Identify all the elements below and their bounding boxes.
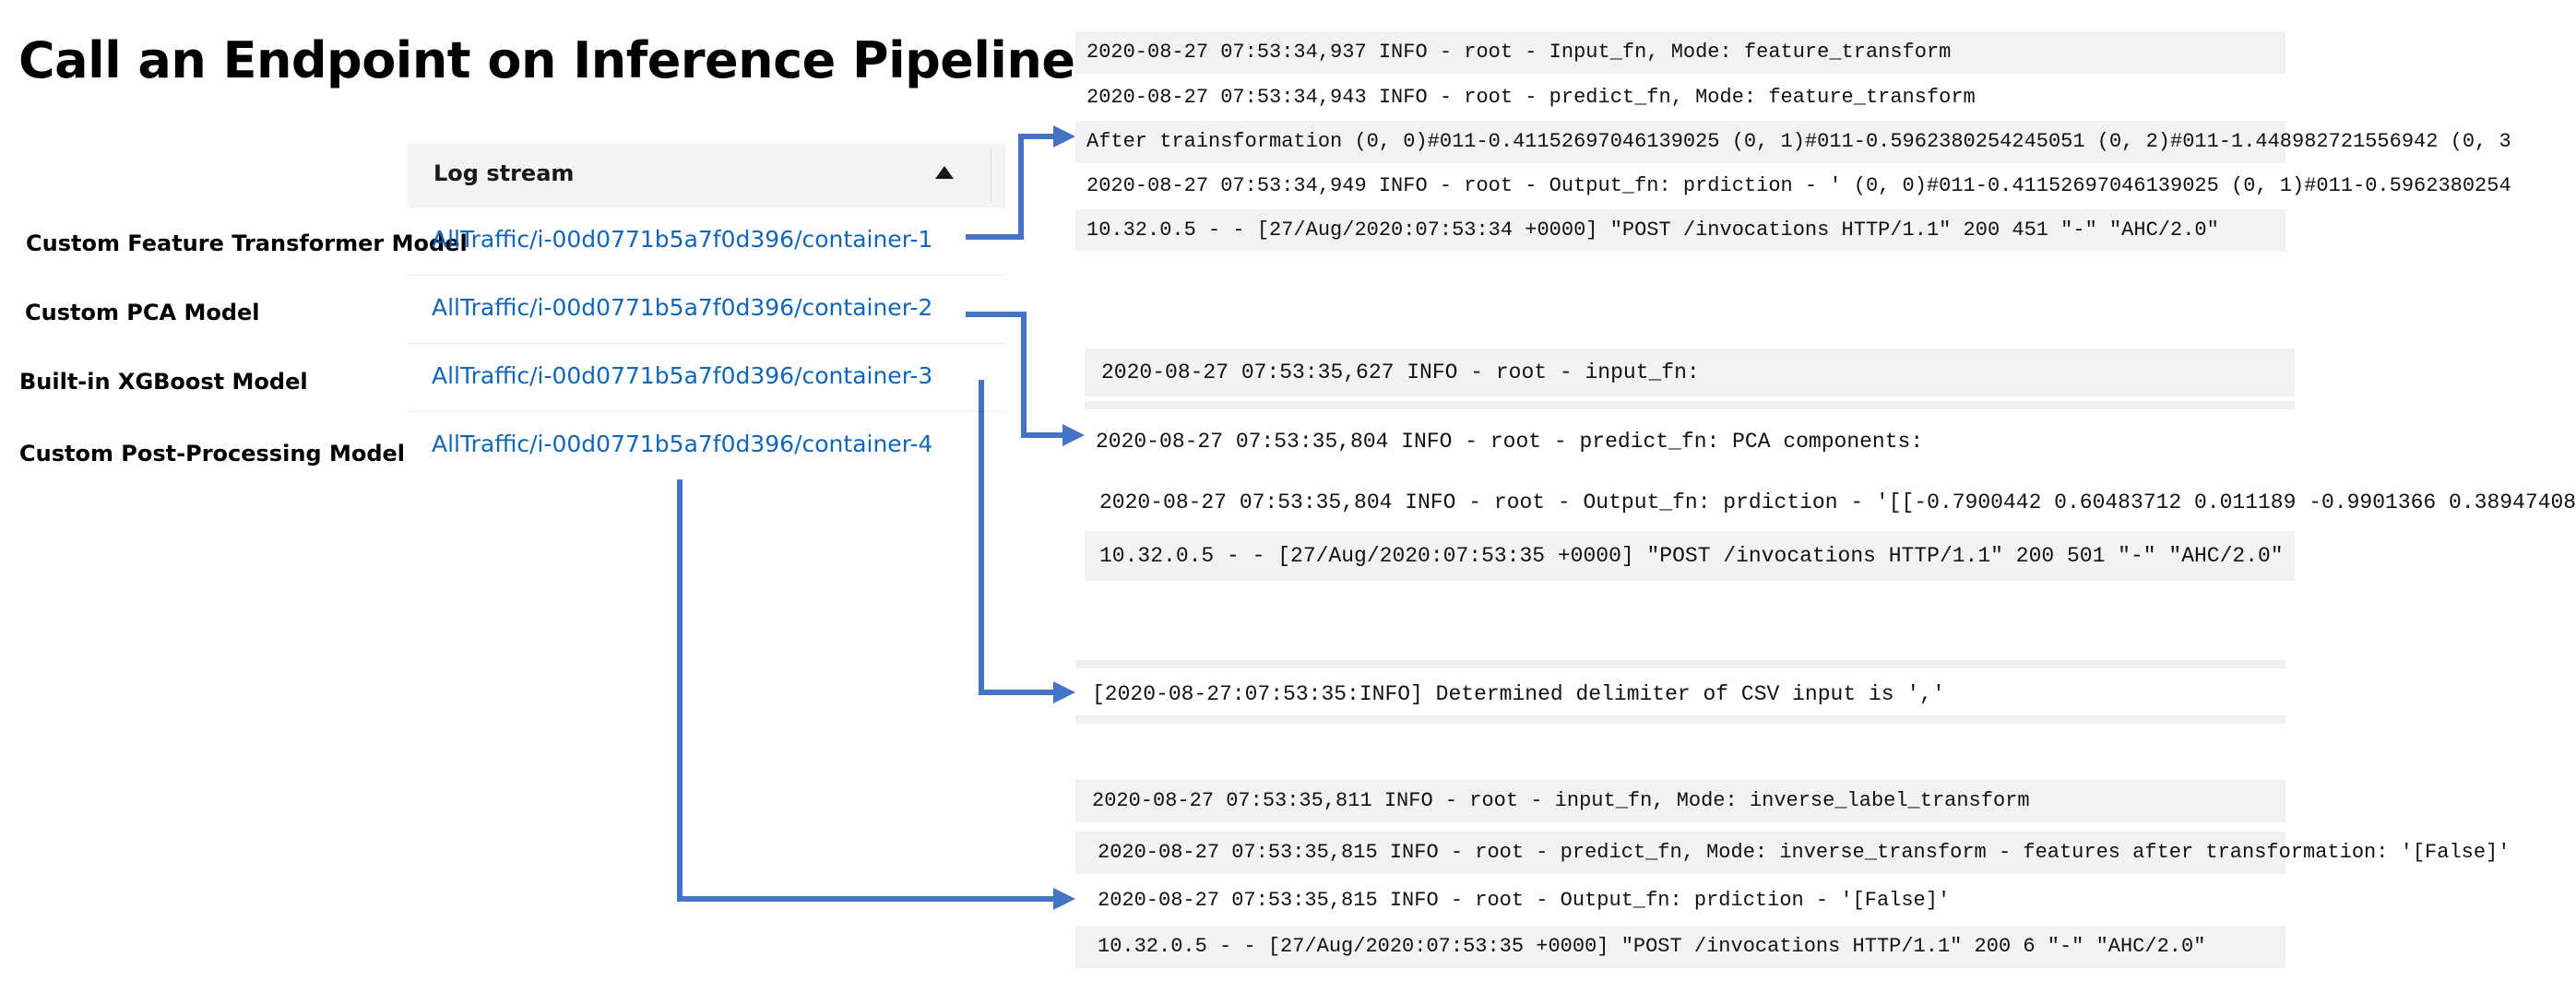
- log-line: 2020-08-27 07:53:35,815 INFO - root - Ou…: [1075, 880, 2285, 922]
- model-label-post-processing: Custom Post-Processing Model: [19, 441, 405, 466]
- table-row: AllTraffic/i-00d0771b5a7f0d396/container…: [408, 412, 1005, 479]
- log-line: After trainsformation (0, 0)#011-0.41152…: [1075, 121, 2511, 163]
- log-stream-link-container-3[interactable]: AllTraffic/i-00d0771b5a7f0d396/container…: [432, 362, 933, 389]
- table-row: AllTraffic/i-00d0771b5a7f0d396/container…: [408, 276, 1005, 344]
- log-line: 2020-08-27 07:53:34,943 INFO - root - pr…: [1075, 77, 2285, 119]
- arrow-container-3: [979, 380, 1071, 697]
- log-line: 10.32.0.5 - - [27/Aug/2020:07:53:35 +000…: [1085, 531, 2295, 581]
- log-line: 10.32.0.5 - - [27/Aug/2020:07:53:34 +000…: [1075, 209, 2285, 252]
- log-line: 2020-08-27 07:53:35,815 INFO - root - pr…: [1075, 832, 2510, 874]
- log-line: 2020-08-27 07:53:34,937 INFO - root - In…: [1075, 31, 2285, 74]
- log-line: [2020-08-27:07:53:35:INFO] Determined de…: [1075, 673, 2285, 715]
- arrowhead-1: [1053, 125, 1075, 148]
- log-divider: [1075, 660, 2285, 668]
- log-line: 2020-08-27 07:53:35,804 INFO - root - pr…: [1085, 417, 2295, 466]
- arrowhead-3: [1053, 681, 1075, 703]
- log-stream-link-container-1[interactable]: AllTraffic/i-00d0771b5a7f0d396/container…: [432, 226, 933, 253]
- log-stream-link-container-4[interactable]: AllTraffic/i-00d0771b5a7f0d396/container…: [432, 431, 933, 457]
- log-line: 10.32.0.5 - - [27/Aug/2020:07:53:35 +000…: [1075, 926, 2285, 968]
- model-label-pca: Custom PCA Model: [25, 300, 260, 325]
- table-row: AllTraffic/i-00d0771b5a7f0d396/container…: [408, 344, 1005, 412]
- caret-up-icon[interactable]: [935, 166, 954, 179]
- arrowhead-2: [1062, 424, 1085, 446]
- connector-arrows: [677, 125, 1085, 910]
- log-line: 2020-08-27 07:53:35,811 INFO - root - in…: [1075, 780, 2285, 822]
- log-divider: [1085, 401, 2295, 409]
- log-stream-link-container-2[interactable]: AllTraffic/i-00d0771b5a7f0d396/container…: [432, 294, 933, 321]
- log-divider: [1075, 715, 2285, 724]
- log-stream-header: Log stream: [408, 144, 1005, 207]
- model-label-xgboost: Built-in XGBoost Model: [19, 369, 308, 395]
- arrowhead-4: [1053, 888, 1075, 910]
- arrow-container-2: [966, 312, 1080, 440]
- model-label-feature-transformer: Custom Feature Transformer Model: [26, 230, 468, 256]
- log-stream-table: Log stream AllTraffic/i-00d0771b5a7f0d39…: [408, 144, 1005, 479]
- log-line: 2020-08-27 07:53:34,949 INFO - root - Ou…: [1075, 165, 2511, 207]
- log-line: 2020-08-27 07:53:35,627 INFO - root - in…: [1085, 348, 2295, 396]
- arrow-container-4: [677, 479, 1071, 903]
- table-row: AllTraffic/i-00d0771b5a7f0d396/container…: [408, 207, 1005, 276]
- page-title: Call an Endpoint on Inference Pipeline: [18, 31, 1075, 89]
- arrow-container-1: [966, 132, 1071, 240]
- log-stream-header-label: Log stream: [433, 160, 575, 186]
- log-line: 2020-08-27 07:53:35,804 INFO - root - Ou…: [1085, 478, 2576, 527]
